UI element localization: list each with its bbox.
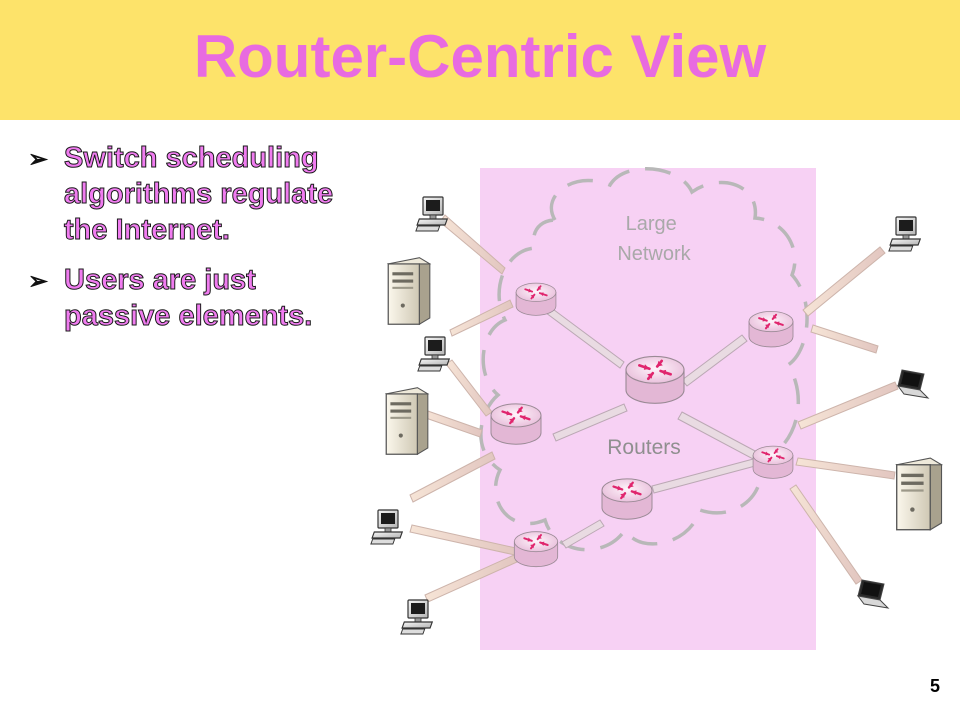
server-tower-icon bbox=[896, 457, 943, 531]
router-icon bbox=[747, 310, 795, 348]
arrow-bullet-icon: ➢ bbox=[28, 146, 49, 173]
network-label: Large Network bbox=[617, 213, 691, 265]
network-cloud bbox=[479, 167, 809, 552]
laptop-icon bbox=[897, 369, 929, 399]
router-icon bbox=[515, 282, 557, 317]
router-icon bbox=[600, 477, 654, 521]
slide-title: Router-Centric View bbox=[193, 23, 767, 90]
laptop-icon bbox=[857, 579, 889, 609]
arrow-bullet-icon: ➢ bbox=[28, 268, 49, 295]
router-icon bbox=[513, 530, 559, 568]
network-label-line1: Large bbox=[626, 213, 677, 235]
title-bar bbox=[0, 0, 960, 120]
network-label-line2: Network bbox=[617, 243, 691, 265]
desktop-pc-icon bbox=[415, 196, 448, 232]
router-icon bbox=[489, 402, 543, 446]
bullet-text: Users are just passive elements. bbox=[63, 264, 313, 333]
desktop-pc-icon bbox=[417, 336, 450, 372]
network-diagram: Large Network Routers bbox=[370, 167, 943, 650]
bullet-item: ➢ Users are just passive elements. bbox=[28, 262, 348, 334]
routers-label: Routers bbox=[607, 436, 681, 459]
bullet-item: ➢ Switch scheduling algorithms regulate … bbox=[28, 140, 348, 248]
server-tower-icon bbox=[385, 387, 429, 455]
router-icon bbox=[752, 445, 794, 480]
router-icon bbox=[624, 355, 686, 405]
page-number: 5 bbox=[929, 676, 940, 696]
backbone-links bbox=[533, 297, 760, 549]
bullet-list: ➢ Switch scheduling algorithms regulate … bbox=[28, 140, 348, 348]
desktop-pc-icon bbox=[370, 509, 403, 545]
server-tower-icon bbox=[387, 257, 431, 325]
bullet-text: Switch scheduling algorithms regulate th… bbox=[63, 142, 334, 247]
desktop-pc-icon bbox=[400, 599, 433, 635]
desktop-pc-icon bbox=[888, 216, 921, 252]
